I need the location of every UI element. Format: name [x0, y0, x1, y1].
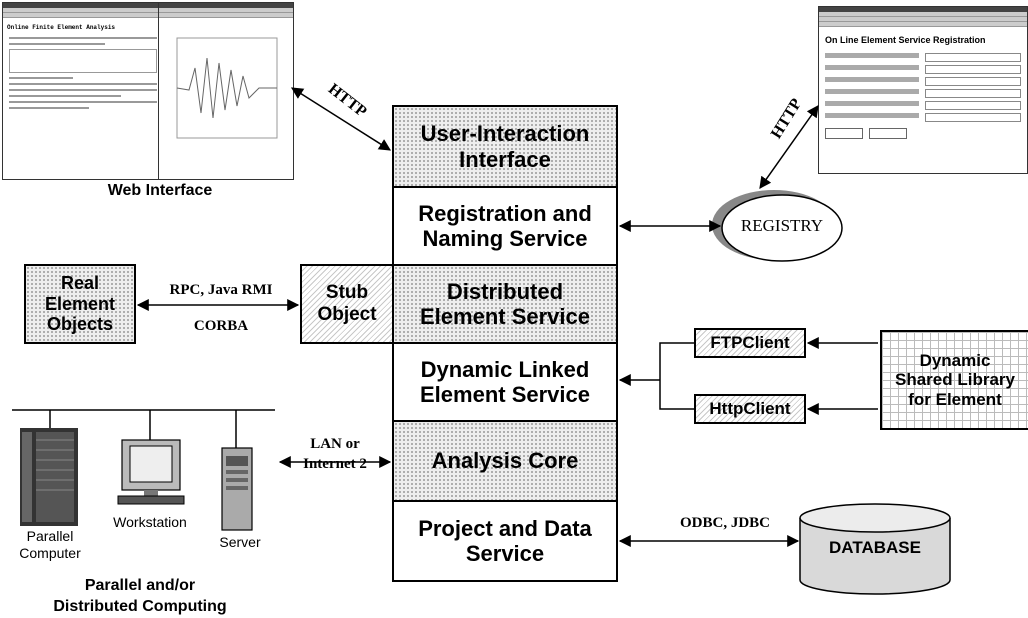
ftp-client-label: FTPClient: [710, 333, 790, 352]
server-icon: [221, 447, 253, 531]
registration-screenshot: On Line Element Service Registration: [818, 6, 1028, 174]
web-interface-caption: Web Interface: [107, 182, 213, 199]
rpc-java-rmi-label: RPC, Java RMI: [169, 282, 273, 298]
dynamic-linked-element-service-block: Dynamic Linked Element Service: [392, 342, 618, 422]
stub-object-label: Stub Object: [317, 282, 377, 325]
registration-naming-service-block: Registration and Naming Service: [392, 186, 618, 266]
dynamic-shared-library-block: Dynamic Shared Library for Element: [880, 330, 1028, 430]
computing-caption: Parallel and/or Distributed Computing: [53, 577, 227, 615]
workstation-icon: [117, 439, 185, 505]
real-element-objects-label: Real Element Objects: [44, 272, 116, 335]
ftp-client-block: FTPClient: [694, 328, 806, 358]
dynamic-linked-element-service-label: Dynamic Linked Element Service: [420, 356, 590, 407]
user-interaction-interface-block: User-Interaction Interface: [392, 105, 618, 188]
project-data-service-block: Project and Data Service: [392, 500, 618, 582]
web-interface-screenshot: Online Finite Element Analysis: [2, 2, 164, 180]
http-client-block: HttpClient: [694, 394, 806, 424]
database-cylinder: [799, 503, 951, 595]
stub-object-block: Stub Object: [300, 264, 394, 344]
user-interaction-interface-label: User-Interaction Interface: [420, 121, 590, 172]
waveform-plot-icon: [176, 37, 278, 139]
parallel-computer-icon: [20, 428, 78, 526]
registration-naming-service-label: Registration and Naming Service: [418, 200, 592, 251]
distributed-element-service-block: Distributed Element Service: [392, 264, 618, 344]
chart-screenshot: [158, 2, 294, 180]
database-label: DATABASE: [829, 538, 921, 557]
workstation-label: Workstation: [113, 514, 187, 530]
parallel-computer-label: Parallel Computer: [19, 528, 81, 561]
registration-form-title: On Line Element Service Registration: [825, 35, 986, 45]
distributed-element-service-label: Distributed Element Service: [420, 278, 590, 329]
analysis-core-label: Analysis Core: [431, 448, 579, 474]
registry-ellipse: [712, 190, 843, 262]
real-element-objects-block: Real Element Objects: [24, 264, 136, 344]
analysis-core-block: Analysis Core: [392, 420, 618, 502]
http-client-label: HttpClient: [709, 399, 791, 418]
server-label: Server: [219, 534, 261, 550]
web-interface-title: Online Finite Element Analysis: [7, 24, 116, 31]
odbc-jdbc-label: ODBC, JDBC: [679, 515, 770, 531]
dynamic-shared-library-label: Dynamic Shared Library for Element: [895, 350, 1015, 409]
registry-label: REGISTRY: [740, 216, 824, 235]
project-data-service-label: Project and Data Service: [418, 515, 592, 566]
corba-label: CORBA: [193, 318, 249, 334]
